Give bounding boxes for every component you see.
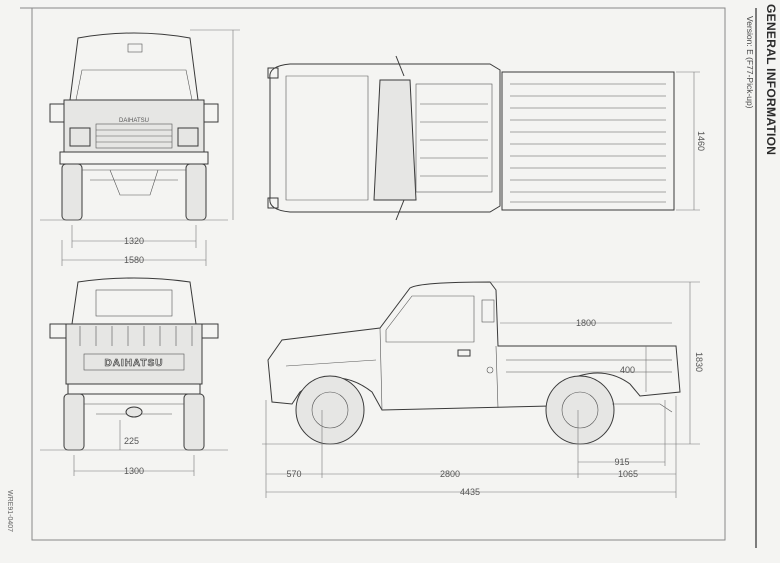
rear-overhang-dimension: 1065 — [618, 469, 638, 479]
height-dimension: 1830 — [694, 352, 704, 372]
bed-length-dimension: 1800 — [576, 318, 596, 328]
rear-brand-lettering: DAIHATSU — [105, 358, 164, 369]
top-width-dimension: 1460 — [696, 131, 706, 151]
rear-track-dimension: 1300 — [124, 466, 144, 476]
top-view: 1460 — [267, 55, 706, 221]
rear-axle-to-bed-dimension: 915 — [614, 457, 629, 467]
overall-length-dimension: 4435 — [460, 487, 480, 497]
front-overhang-dimension: 570 — [286, 469, 301, 479]
page-frame — [20, 7, 757, 548]
front-view: DAIHATSU 1320 1580 — [40, 29, 240, 266]
front-track-dimension: 1320 — [124, 236, 144, 246]
grille-badge: DAIHATSU — [119, 118, 149, 124]
overall-width-dimension: 1580 — [124, 255, 144, 265]
wheelbase-dimension: 2800 — [440, 469, 460, 479]
rear-view: DAIHATSU 225 1300 — [40, 277, 228, 476]
bed-height-dimension: 400 — [620, 365, 635, 375]
side-view: 1800 400 1830 915 570 2800 1065 4435 — [262, 281, 704, 498]
ground-clearance-dimension: 225 — [124, 436, 139, 446]
